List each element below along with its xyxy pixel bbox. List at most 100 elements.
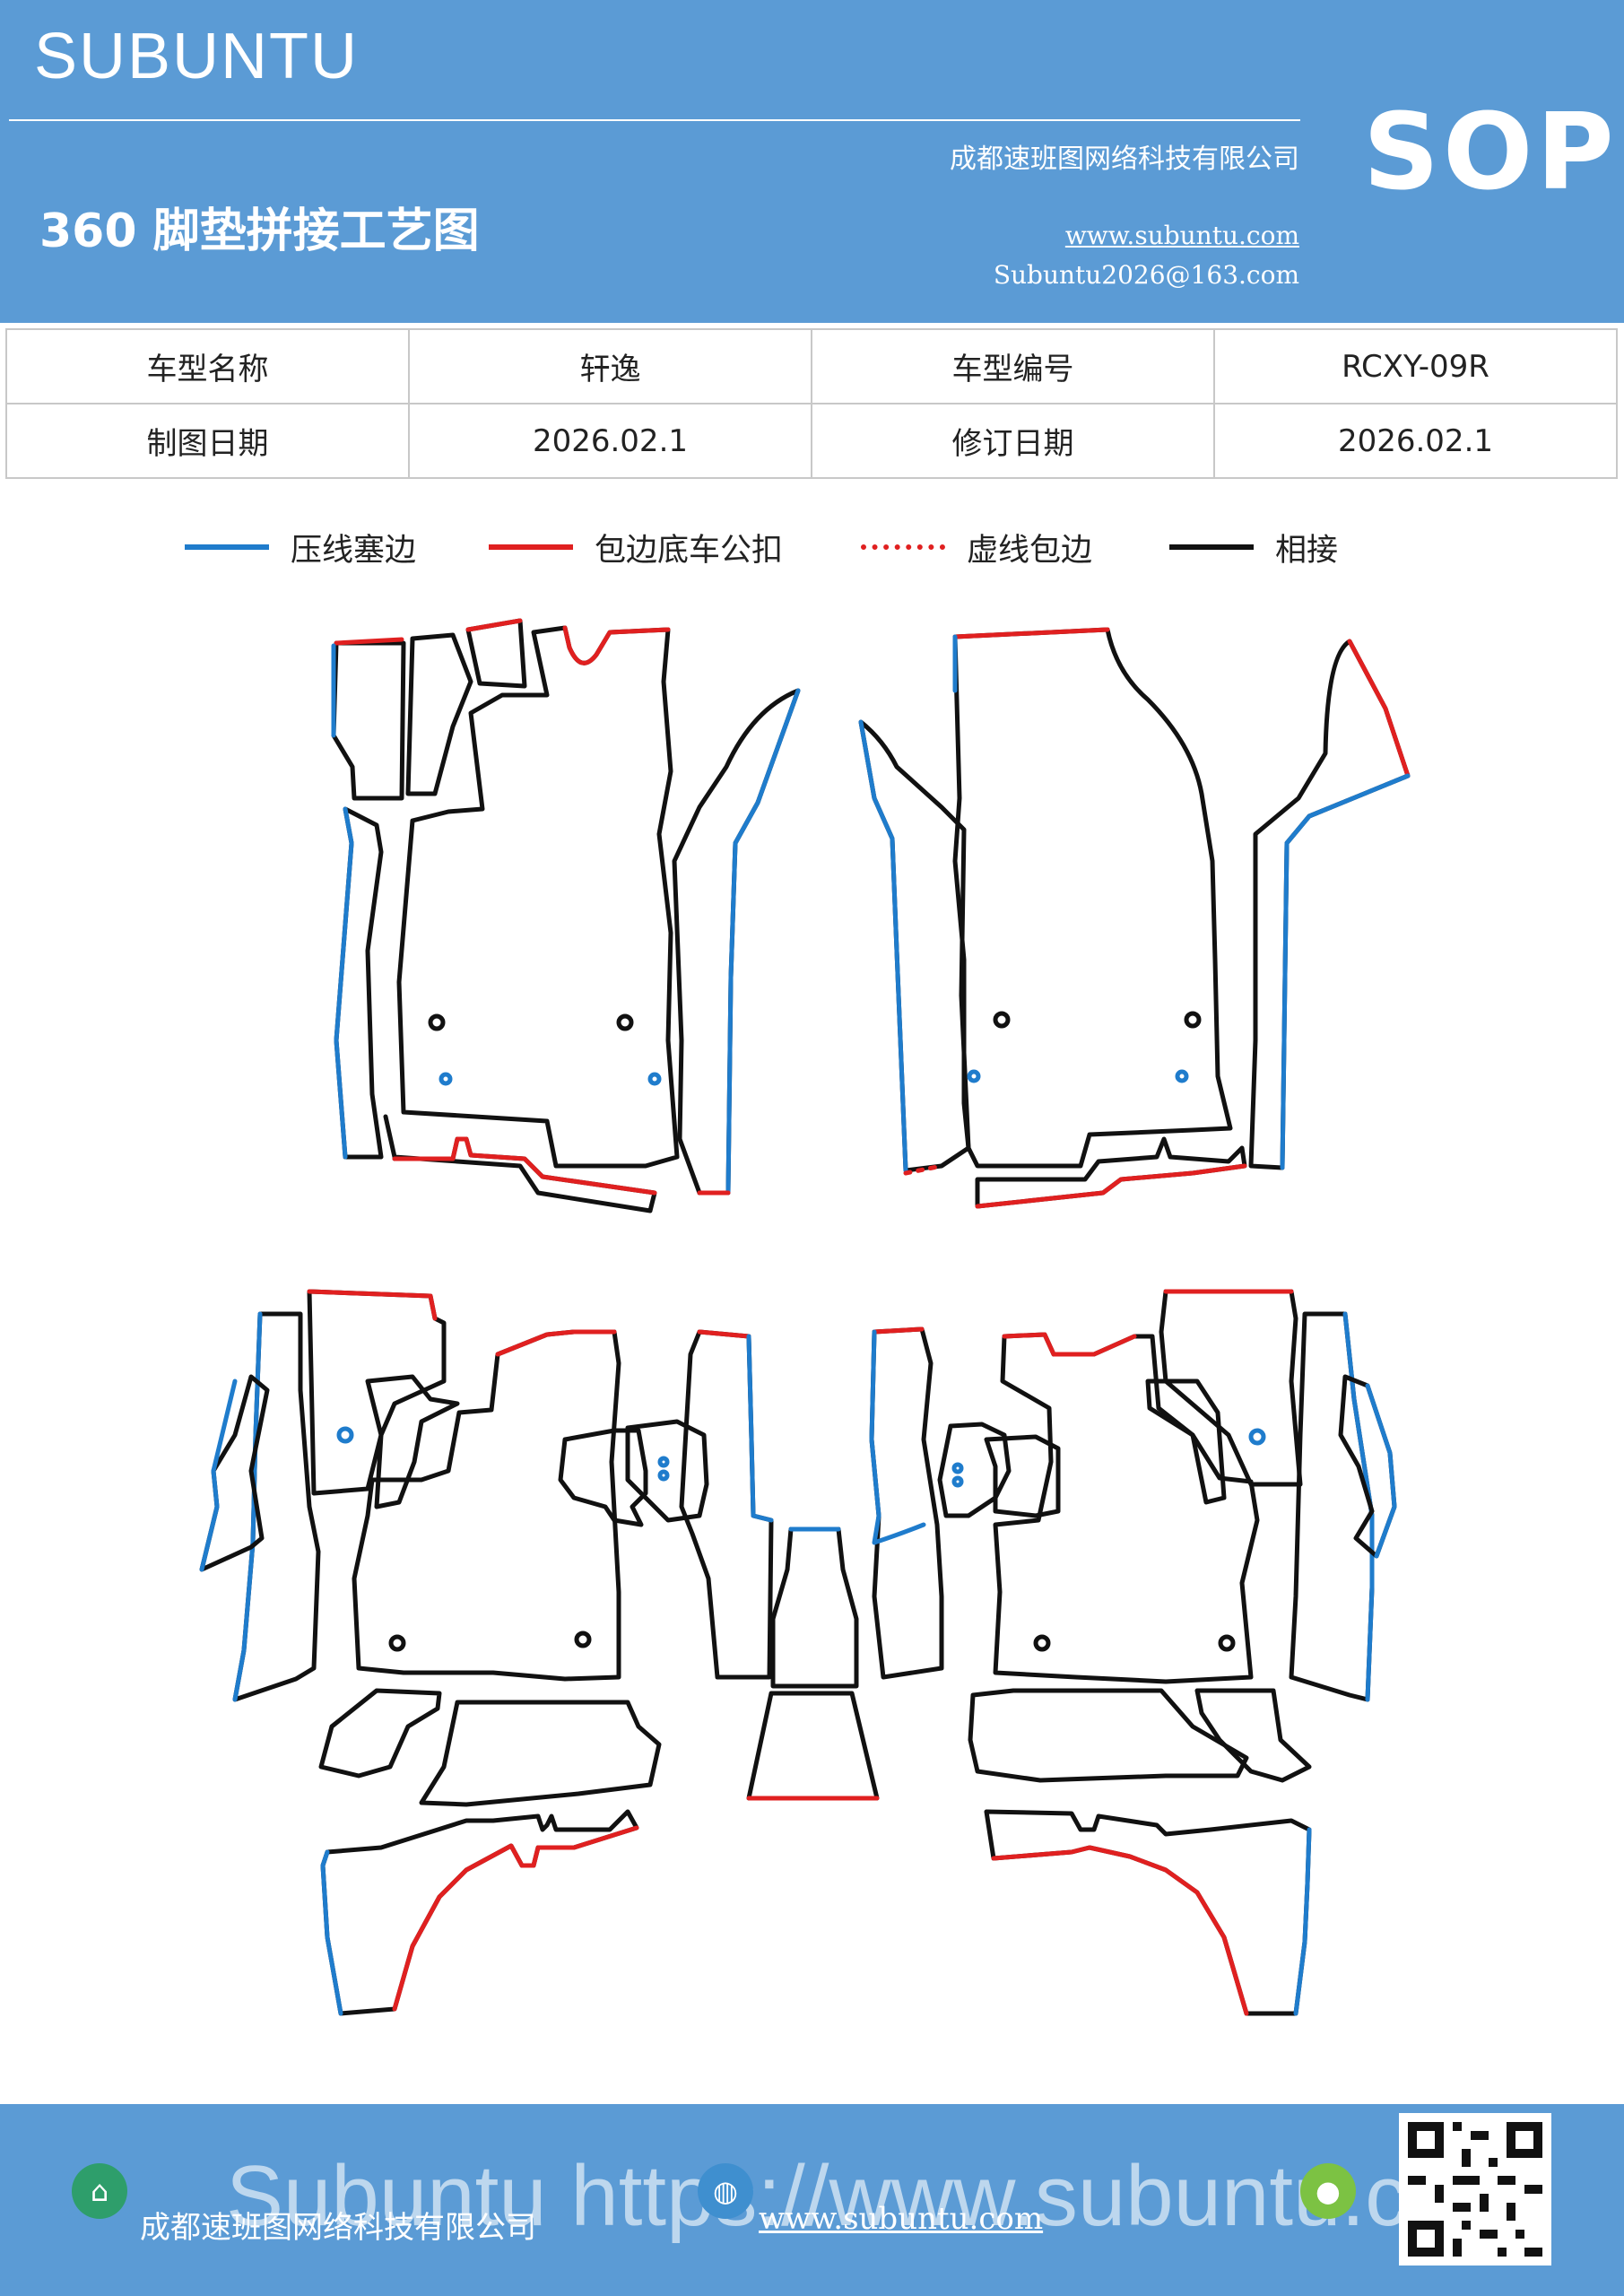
mat-edge-press-line (1365, 1383, 1397, 1559)
mat-piece-outline (331, 640, 406, 801)
clip-hole (1218, 1634, 1236, 1652)
mat-piece-outline (396, 625, 680, 1169)
footer-website-link[interactable]: www.subuntu.com (759, 2201, 1044, 2237)
mat-edge-binding (952, 627, 1110, 639)
table-cell-value: RCXY-09R (1213, 328, 1618, 404)
rear-right-mat (869, 1289, 1397, 2016)
clip-hole (574, 1631, 592, 1648)
center-tunnel-mat (746, 1526, 880, 1801)
clip-hole-blue (439, 1072, 453, 1086)
clip-hole (993, 1011, 1011, 1029)
mat-edge-binding (1347, 639, 1411, 778)
mat-edge-binding (392, 1136, 657, 1196)
website-link[interactable]: www.subuntu.com (1064, 221, 1299, 250)
mat-piece-outline (465, 618, 527, 689)
qr-code-graphic (1399, 2113, 1551, 2266)
clip-hole-blue (1248, 1428, 1266, 1446)
mat-edge-press-line (1280, 773, 1411, 1170)
rear-left-mat (199, 1289, 774, 2016)
vehicle-info-table: 车型名称 轩逸 车型编号 RCXY-09R 制图日期 2026.02.1 修订日… (5, 328, 1618, 479)
table-row: 制图日期 2026.02.1 修订日期 2026.02.1 (5, 403, 1618, 479)
mat-edge-press-line (746, 1334, 774, 1523)
table-cell-label: 车型编号 (811, 328, 1215, 404)
mat-piece-outline (746, 1691, 880, 1801)
mat-piece-outline (318, 1688, 442, 1779)
front-left-mat (331, 618, 801, 1213)
mat-piece-outline (952, 627, 1233, 1169)
wechat-icon: ● (1300, 2163, 1356, 2219)
clip-hole-blue (657, 1469, 670, 1482)
legend-label: 包边底车公扣 (595, 532, 784, 569)
clip-hole (388, 1634, 406, 1652)
mat-piece-outline (869, 1326, 944, 1680)
mat-piece-outline (365, 1374, 460, 1509)
legend-swatch (489, 544, 573, 550)
mat-edge-press-line (334, 806, 354, 1160)
legend-label: 虚线包边 (967, 532, 1093, 569)
mat-piece-outline (1248, 639, 1411, 1170)
table-cell-value: 2026.02.1 (408, 403, 812, 479)
table-cell-label: 车型名称 (5, 328, 410, 404)
mat-piece-outline (558, 1428, 648, 1527)
mat-piece-outline (984, 1434, 1061, 1518)
mat-edge-press-line (199, 1378, 238, 1572)
mat-edge-press-line (858, 719, 908, 1173)
company-name: 成都速班图网络科技有限公司 (950, 144, 1299, 175)
mat-edge-binding (495, 1329, 617, 1357)
mat-edge-binding (465, 618, 523, 632)
document-title: 360 脚垫拼接工艺图 (39, 204, 480, 258)
front-right-mat (858, 627, 1411, 1209)
mat-piece-outline (352, 1329, 621, 1682)
mat-edge-binding (975, 1163, 1247, 1209)
mat-piece-outline (1159, 1289, 1303, 1487)
clip-hole-blue (951, 1462, 964, 1474)
header-divider (9, 119, 1300, 121)
mat-edge-binding (334, 637, 404, 646)
mat-edge-binding (872, 1326, 925, 1335)
mat-edge-binding (697, 1329, 751, 1339)
mat-piece-outline (1289, 1311, 1375, 1702)
table-cell-label: 制图日期 (5, 403, 410, 479)
mat-edge-binding (307, 1289, 438, 1321)
clip-hole-blue (336, 1426, 354, 1444)
legend-item-binding: 包边底车公扣 (489, 520, 783, 574)
building-icon: ⌂ (72, 2163, 127, 2219)
globe-icon: ◍ (698, 2163, 753, 2219)
mat-edge-press-line (1293, 1827, 1312, 2016)
legend-swatch (861, 544, 945, 550)
mat-piece-outline (232, 1311, 321, 1702)
floor-mat-diagram (199, 618, 1411, 2016)
edge-legend: 压线塞边 包边底车公扣 虚线包边 相接 (0, 520, 1624, 574)
clip-hole-blue (1175, 1069, 1189, 1083)
mat-edge-press-line (725, 688, 801, 1196)
clip-hole-blue (967, 1069, 981, 1083)
clip-hole (1033, 1634, 1051, 1652)
table-cell-label: 修订日期 (811, 403, 1215, 479)
mat-piece-outline (1145, 1378, 1227, 1505)
mat-edge-dotted-binding (903, 1163, 944, 1176)
mat-piece-outline (984, 1809, 1312, 2016)
brand-name: SUBUNTU (34, 21, 360, 92)
mat-piece-outline (672, 688, 801, 1196)
mat-piece-outline (405, 632, 473, 796)
mat-piece-outline (858, 719, 971, 1173)
sop-badge: SOP (1363, 90, 1618, 213)
mat-edge-press-line (232, 1311, 263, 1702)
legend-item-press-line: 压线塞边 (185, 520, 416, 574)
mat-piece-outline (993, 1332, 1260, 1684)
clip-hole (616, 1013, 634, 1031)
email-address: Subuntu2026@163.com (993, 260, 1299, 290)
legend-item-dotted-binding: 虚线包边 (861, 520, 1092, 574)
mat-edge-binding (562, 625, 671, 665)
legend-label: 压线塞边 (291, 532, 417, 569)
mat-piece-outline (1194, 1688, 1312, 1783)
footer-banner: Subuntu https://www.subuntu.com ⌂ 成都速班图网… (0, 2104, 1624, 2296)
mat-edge-binding (1002, 1332, 1137, 1357)
clip-hole (1184, 1011, 1202, 1029)
table-cell-value: 轩逸 (408, 328, 812, 404)
table-row: 车型名称 轩逸 车型编号 RCXY-09R (5, 328, 1618, 404)
clip-hole-blue (647, 1072, 662, 1086)
mat-piece-outline (968, 1688, 1249, 1783)
mat-edge-press-line (869, 1329, 926, 1545)
legend-swatch (185, 544, 269, 550)
